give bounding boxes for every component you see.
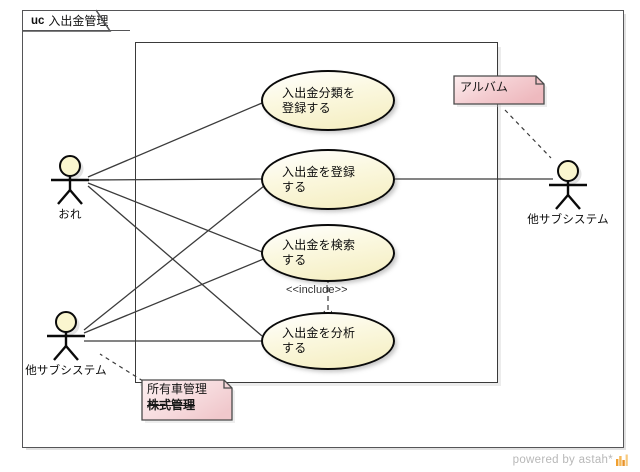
use-case-label: 入出金分類を 登録する — [282, 85, 356, 115]
actor-ore[interactable]: おれ — [24, 143, 116, 222]
use-case-label: 入出金を検索 する — [282, 238, 356, 267]
note-assets-line-1: 所有車管理 — [147, 382, 208, 396]
astah-logo-icon — [616, 454, 628, 466]
frame-title-label: 入出金管理 — [48, 14, 109, 28]
watermark-text: powered by astah* — [512, 454, 613, 466]
frame-kind-label: uc — [31, 14, 45, 27]
include-stereotype-label: <<include>> — [286, 284, 348, 296]
use-case-label: 入出金を登録 する — [282, 164, 356, 194]
note-album[interactable]: アルバム — [452, 74, 547, 107]
actor-stick-figure-icon — [549, 160, 587, 210]
note-shape — [453, 75, 547, 107]
use-case-search-payment[interactable]: 入出金を検索 する — [261, 224, 395, 282]
note-assets[interactable]: 所有車管理 株式管理 — [140, 378, 235, 423]
actor-stick-figure-icon — [47, 311, 85, 361]
diagram-frame-tab: uc 入出金管理 — [22, 10, 131, 31]
watermark: powered by astah* — [513, 454, 628, 466]
actor-label: 他サブシステム — [25, 365, 107, 377]
actor-label: おれ — [58, 209, 82, 221]
use-case-label: 入出金を分析 する — [282, 326, 356, 355]
actor-label: 他サブシステム — [527, 214, 609, 226]
actor-subsystem-left[interactable]: 他サブシステム — [20, 299, 112, 378]
note-shape — [141, 379, 235, 423]
use-case-analyze-payment[interactable]: 入出金を分析 する — [261, 312, 395, 370]
actor-stick-figure-icon — [51, 155, 89, 205]
note-assets-line-2: 株式管理 — [147, 398, 196, 412]
use-case-register-category[interactable]: 入出金分類を 登録する — [261, 70, 395, 131]
note-album-text: アルバム — [460, 80, 508, 94]
use-case-register-payment[interactable]: 入出金を登録 する — [261, 149, 395, 210]
actor-subsystem-right[interactable]: 他サブシステム — [522, 148, 614, 227]
